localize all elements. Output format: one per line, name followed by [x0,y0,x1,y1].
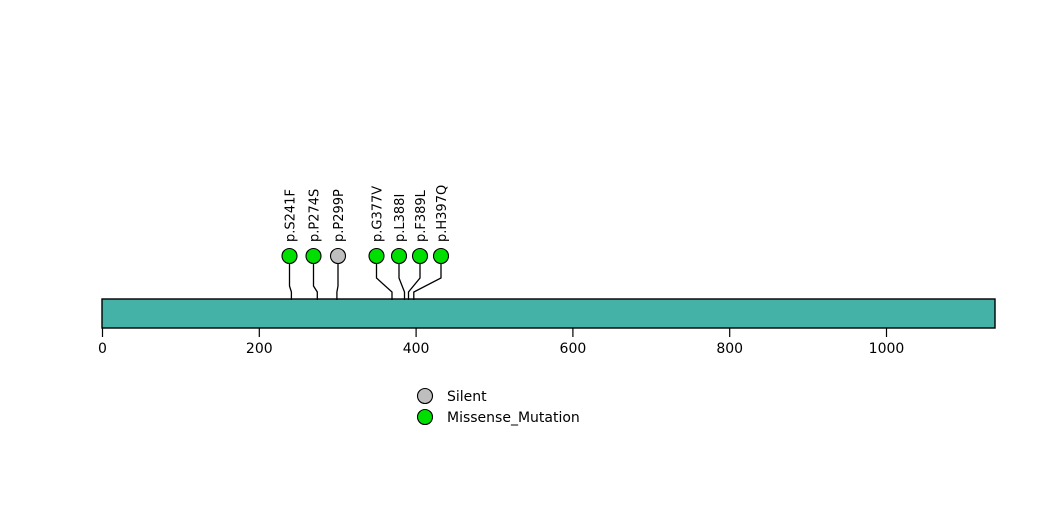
protein-bar [101,298,996,329]
mutation-marker-p-F389L[interactable] [411,247,429,265]
mutation-label-p-G377V: p.G377V [371,186,386,242]
stem-p-F389L [407,258,421,300]
legend-swatch-silent-icon [416,387,434,405]
stem-p-G377V [375,258,393,300]
mutation-label-p-P299P: p.P299P [332,189,347,242]
legend-swatch-missense-icon [416,408,434,426]
lollipop-markers[interactable] [281,247,450,265]
stem-p-L388I [398,258,406,300]
axis-ticks [101,328,888,337]
axis-tick-label-1000: 1000 [869,341,905,357]
mutation-marker-p-H397Q[interactable] [432,247,450,265]
legend: Silent Missense_Mutation [416,387,580,427]
stem-p-P299P [336,258,339,300]
axis-tick-label-200: 200 [246,341,273,357]
mutation-marker-p-P274S[interactable] [305,247,322,265]
legend-label-silent: Silent [447,389,487,405]
axis-tick-label-600: 600 [560,341,587,357]
axis-tick-label-0: 0 [98,341,107,357]
mutation-marker-p-P299P[interactable] [329,247,347,265]
axis-tick-label-400: 400 [403,341,430,357]
stem-p-P274S [312,258,318,300]
mutation-label-p-H397Q: p.H397Q [435,185,450,242]
legend-entry-missense[interactable]: Missense_Mutation [416,408,580,427]
legend-label-missense: Missense_Mutation [447,410,580,426]
legend-entry-silent[interactable]: Silent [416,387,488,406]
stem-p-S241F [288,258,293,300]
lollipop-stems [288,258,442,300]
mutation-label-p-F389L: p.F389L [414,189,429,242]
stem-p-H397Q [413,258,442,300]
mutation-label-p-P274S: p.P274S [308,189,323,242]
mutation-marker-p-L388I[interactable] [390,247,408,265]
axis-tick-label-800: 800 [716,341,743,357]
mutation-labels: p.S241F p.P274S p.P299P p.G377V p.L388I … [284,185,451,242]
axis-tick-labels: 0 200 400 600 800 1000 [98,341,904,357]
mutation-label-p-L388I: p.L388I [393,194,408,242]
mutation-label-p-S241F: p.S241F [284,189,299,242]
mutation-marker-p-S241F[interactable] [281,247,298,265]
mutation-marker-p-G377V[interactable] [368,247,385,265]
